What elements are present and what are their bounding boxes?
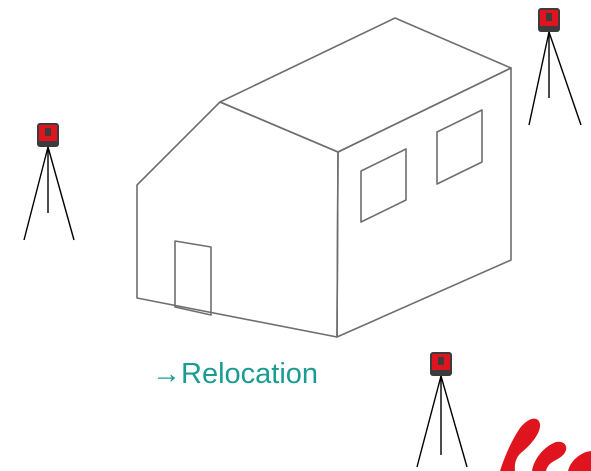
relocation-caption: →Relocation	[152, 360, 318, 389]
arrow-right-icon: →	[152, 358, 181, 390]
tripod-leg-left	[528, 31, 550, 126]
house-roof	[219, 17, 512, 153]
brand-logo-icon	[500, 418, 591, 471]
tripod-leg-right	[548, 31, 582, 126]
instrument-lens	[438, 357, 444, 365]
house	[136, 17, 512, 338]
tripod-leg-left	[416, 375, 442, 468]
tripod-leg-right	[440, 375, 468, 468]
instrument-lens	[546, 13, 552, 21]
house-front-wall	[136, 101, 339, 338]
tripod-leg-left	[23, 146, 49, 241]
house-window-right	[436, 109, 483, 185]
tripod-leg-right	[47, 146, 75, 241]
house-side-wall	[336, 67, 512, 338]
relocation-label: Relocation	[181, 358, 319, 390]
instrument-lens	[45, 128, 51, 136]
total-station-bottom	[416, 352, 468, 468]
house-window-left	[360, 148, 407, 223]
total-station-top-right	[528, 8, 582, 126]
house-door	[174, 240, 212, 316]
total-station-left	[23, 123, 75, 241]
